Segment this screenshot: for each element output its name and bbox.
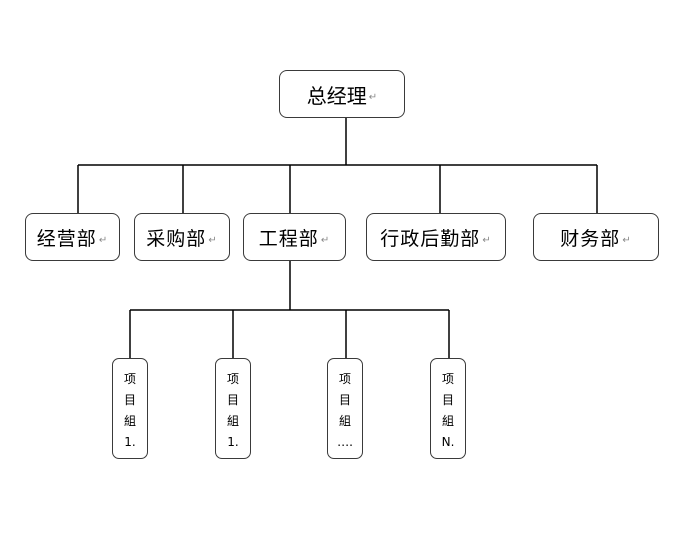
general-manager-label: 总经理 [306,83,367,108]
project-group-char: 目 [441,393,454,407]
paragraph-mark: ↵ [208,235,218,246]
dept-node-admin-logistics: 行政后勤部↵ [366,213,506,261]
dept-label: 采购部 [146,227,207,250]
project-group-char: 项 [226,372,239,386]
paragraph-mark: ↵ [482,235,492,246]
project-group-char: 組 [338,414,351,428]
project-group-char: 1. [124,435,136,449]
paragraph-mark: ↵ [622,235,632,246]
project-group-char: …. [337,435,353,449]
project-group-char: 目 [338,393,351,407]
project-group-node-3: 项 目 組 …. [327,358,363,459]
project-group-node-1: 项 目 組 1. [112,358,148,459]
general-manager-node: 总经理↵ [279,70,405,118]
paragraph-mark: ↵ [320,235,331,246]
project-group-char: 目 [123,393,136,407]
project-group-char: 組 [226,414,239,428]
project-group-char: N. [441,435,455,449]
dept-label: 财务部 [560,227,621,250]
paragraph-mark: ↵ [368,92,378,103]
project-group-char: 組 [123,414,136,428]
dept-node-purchasing: 采购部↵ [134,213,230,261]
project-group-char: 1. [227,435,239,449]
dept-label: 行政后勤部 [380,227,481,250]
project-group-node-2: 项 目 組 1. [215,358,251,459]
paragraph-mark: ↵ [98,235,109,246]
project-group-char: 目 [226,393,239,407]
project-group-char: 项 [123,372,136,386]
dept-node-engineering: 工程部↵ [243,213,346,261]
dept-label: 经营部 [36,227,97,250]
project-group-char: 项 [441,372,454,386]
project-group-node-4: 项 目 組 N. [430,358,466,459]
project-group-char: 项 [338,372,351,386]
dept-label: 工程部 [258,227,319,250]
dept-node-business: 经营部↵ [25,213,120,261]
dept-node-finance: 财务部↵ [533,213,659,261]
project-group-char: 組 [441,414,454,428]
